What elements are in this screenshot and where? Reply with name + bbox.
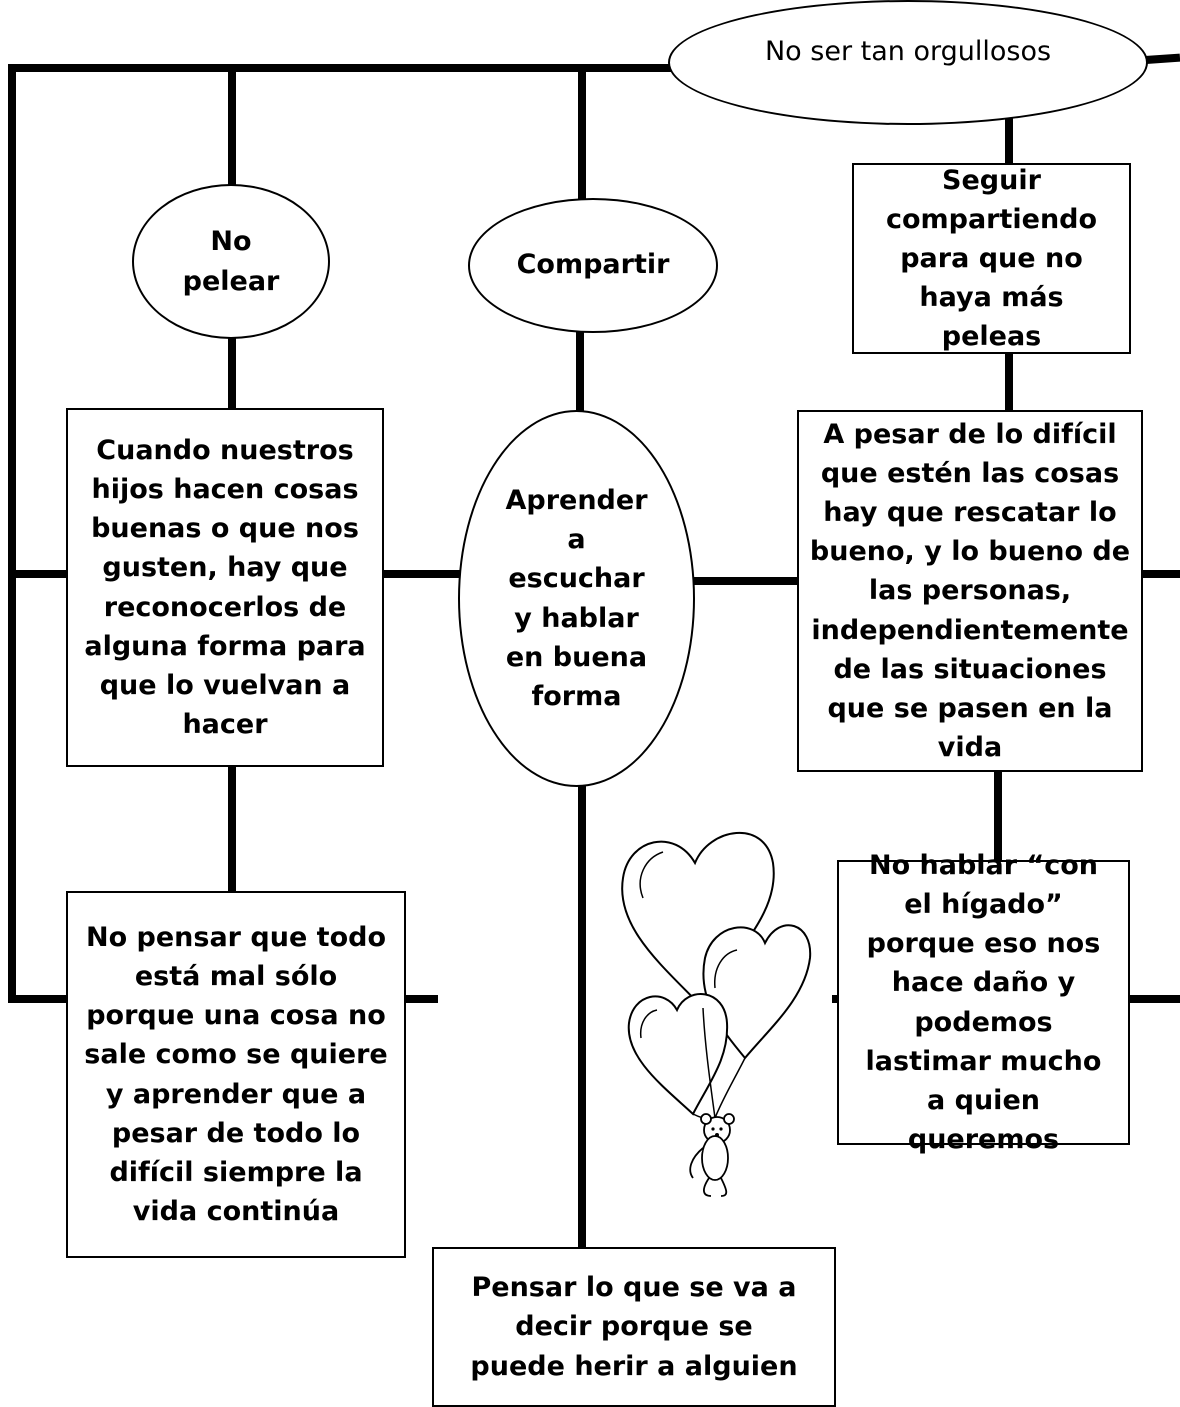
- node-no-pelear-text: No pelear: [182, 226, 280, 297]
- node-no-pensar-text: No pensar que todo está mal sólo porque …: [84, 921, 388, 1227]
- node-no-ser-tan-orgullosos-text: No ser tan orgullosos: [764, 35, 1052, 67]
- node-aprender-a-escuchar-text: Aprender a escuchar y hablar en buena fo…: [505, 485, 648, 712]
- node-pensar-lo-que-se-va-a-decir-text: Pensar lo que se va a decir porque se pu…: [470, 1272, 798, 1382]
- connector-line-a-pesar-bottom: [994, 770, 1002, 862]
- node-compartir: Compartir: [468, 198, 718, 333]
- heart-balloons-teddy-bear-icon: [621, 832, 812, 1197]
- node-seguir-compartiendo-text: Seguir compartiendo para que no haya más…: [885, 164, 1098, 353]
- connector-line-no-pelear-bottom: [228, 334, 236, 410]
- node-no-hablar-con-el-higado: No hablar “con el hígado” porque eso nos…: [837, 850, 1130, 1155]
- connector-line-middle-right: [1141, 570, 1180, 578]
- connector-line-compartir-top: [578, 64, 586, 200]
- node-no-pelear: No pelear: [132, 184, 330, 339]
- node-compartir-text: Compartir: [516, 248, 670, 280]
- connector-line-cuando-bottom: [228, 765, 236, 893]
- node-cuando-nuestros-hijos: Cuando nuestros hijos hacen cosas buenas…: [66, 408, 384, 767]
- node-cuando-nuestros-hijos-text: Cuando nuestros hijos hacen cosas buenas…: [84, 434, 366, 740]
- node-aprender-a-escuchar: Aprender a escuchar y hablar en buena fo…: [458, 410, 695, 787]
- node-no-pensar: No pensar que todo está mal sólo porque …: [66, 891, 406, 1258]
- connector-line-middle-left: [8, 570, 68, 578]
- connector-line-top: [8, 64, 678, 72]
- connector-line-no-pelear-top: [228, 64, 236, 186]
- connector-line-middle-center-left: [382, 570, 460, 578]
- node-seguir-compartiendo: Seguir compartiendo para que no haya más…: [852, 163, 1131, 354]
- connector-line-top-ellipse-bottom: [1005, 113, 1013, 165]
- connector-line-aprender-bottom: [578, 785, 586, 1250]
- connector-line-seguir-bottom: [1005, 352, 1013, 412]
- node-a-pesar-de-lo-dificil: A pesar de lo difícil que estén las cosa…: [797, 410, 1143, 772]
- node-no-hablar-con-el-higado-text: No hablar “con el hígado” porque eso nos…: [865, 849, 1102, 1155]
- connector-line-left-frame: [8, 64, 16, 1002]
- node-no-ser-tan-orgullosos: No ser tan orgullosos: [668, 0, 1148, 125]
- connector-line-middle-center-right: [693, 577, 799, 585]
- node-a-pesar-de-lo-dificil-text: A pesar de lo difícil que estén las cosa…: [809, 418, 1131, 763]
- connector-line-compartir-bottom: [576, 330, 584, 412]
- node-pensar-lo-que-se-va-a-decir: Pensar lo que se va a decir porque se pu…: [432, 1247, 836, 1407]
